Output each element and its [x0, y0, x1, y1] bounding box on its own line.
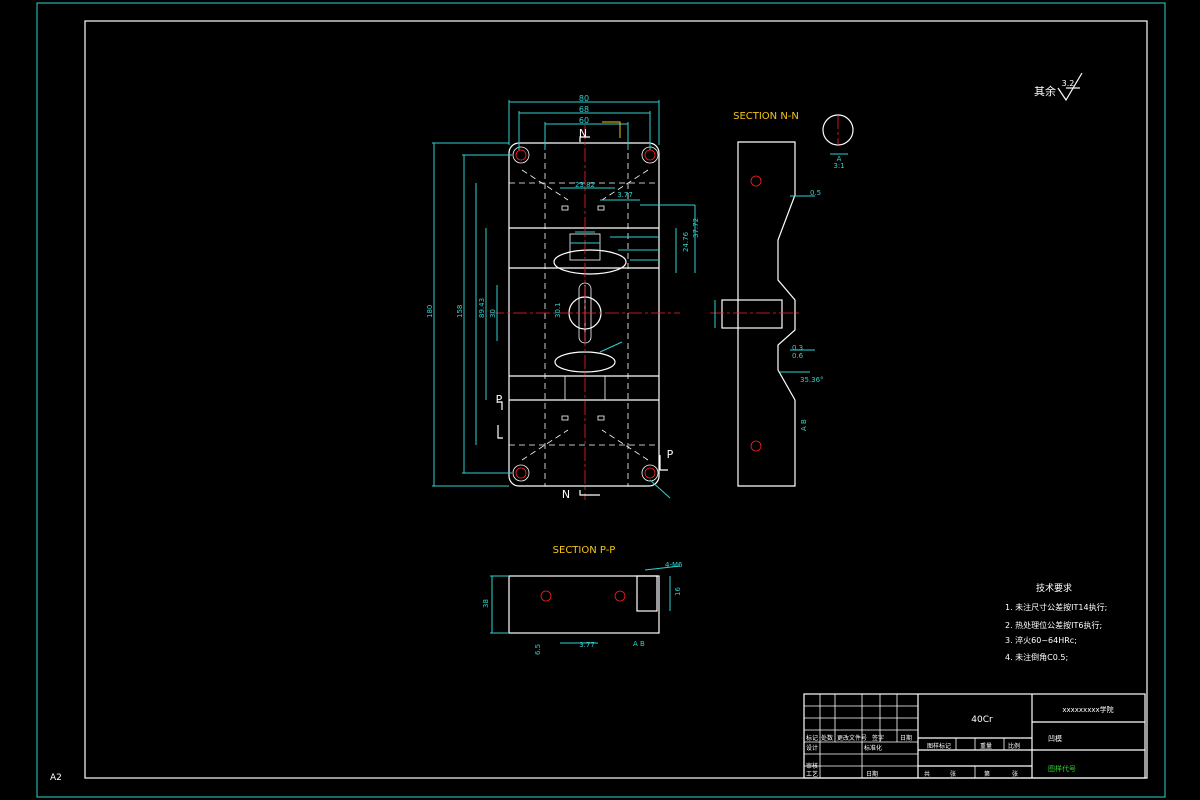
tb-col-doc: 更改文件号 — [837, 734, 867, 742]
tb-sheet-no: 第 — [984, 770, 990, 778]
roughness-prefix: 其余 — [1034, 84, 1056, 98]
tb-school: xxxxxxxxx学院 — [1062, 705, 1113, 714]
section-pp-view — [490, 565, 681, 644]
dim-pp-38: 38 — [482, 599, 490, 608]
title-block — [803, 693, 1146, 779]
tb-sheets-total: 共 — [924, 770, 930, 778]
dim-pp-4m6: 4-M6 — [665, 561, 683, 569]
tb-col-count: 处数 — [821, 734, 833, 742]
cutting-plane-markers — [497, 121, 668, 496]
dim-158: 158 — [456, 305, 464, 318]
upper-slot — [553, 249, 627, 275]
section-pp-title: SECTION P-P — [553, 545, 616, 556]
dim-37-72: 37.72 — [692, 218, 700, 238]
dim-nn-0-6: 0.6 — [792, 352, 804, 360]
tech-req-3: 3. 淬火60~64HRc; — [1005, 635, 1077, 645]
tb-col-date: 日期 — [900, 734, 912, 742]
tb-sheet-unit2: 张 — [1012, 770, 1018, 778]
dim-80: 80 — [579, 94, 589, 103]
dim-pp-3-77: 3.77 — [579, 641, 595, 649]
tb-drawing-name: 凹模 — [1048, 734, 1062, 743]
dim-nn-0-5: 0.5 — [810, 189, 821, 197]
dim-89-43: 89.43 — [478, 298, 486, 318]
inner-drawing-frame — [84, 20, 1148, 779]
tb-drawing-no: 图样代号 — [1048, 764, 1076, 773]
tb-col-sign: 签字 — [872, 734, 884, 742]
dim-60: 60 — [579, 116, 589, 125]
section-nn-title: SECTION N-N — [733, 111, 799, 122]
tb-row-review: 审核 — [806, 762, 818, 770]
tb-weight: 重量 — [980, 742, 992, 750]
tech-req-2: 2. 热处理位公差按IT6执行; — [1005, 620, 1102, 630]
tb-row-date: 日期 — [866, 770, 878, 778]
tech-req-1: 1. 未注尺寸公差按IT14执行; — [1005, 602, 1107, 612]
tb-row-design: 设计 — [806, 744, 818, 752]
cut-label-p-left: P — [496, 393, 503, 406]
tb-material: 40Cr — [971, 715, 993, 725]
tech-req-title: 技术要求 — [1036, 582, 1072, 594]
tb-row-process: 工艺 — [806, 770, 818, 778]
tb-stage-mark: 图样标记 — [927, 742, 951, 750]
dim-24-76: 24.76 — [682, 231, 690, 252]
sheet-size-label: A2 — [50, 773, 62, 783]
dim-nn-angle: 35.36° — [800, 376, 824, 384]
dim-pp-16: 16 — [674, 587, 682, 596]
dim-30-1: 30.1 — [554, 302, 562, 318]
dim-3-77: 3.77 — [617, 191, 633, 199]
dim-180: 180 — [426, 305, 434, 318]
section-nn-view — [710, 141, 815, 487]
dim-23-82: 23.82 — [575, 181, 595, 189]
outer-sheet-border — [36, 2, 1166, 798]
tech-req-4: 4. 未注倒角C0.5; — [1005, 652, 1068, 662]
dim-nn-0-3: 0.3 — [792, 344, 803, 352]
dim-68: 68 — [579, 105, 589, 114]
dim-pp-6-5: 6.5 — [534, 644, 542, 655]
cut-label-p-right: P — [667, 448, 674, 461]
roughness-value: 3.2 — [1062, 79, 1075, 88]
dim-nn-ab: A B — [800, 419, 808, 431]
dim-pp-ab: A B — [633, 640, 645, 648]
cut-label-n-bottom: N — [562, 488, 570, 501]
dim-30: 30 — [489, 309, 497, 318]
cut-label-n-top: N — [579, 127, 587, 140]
tb-sheet-unit: 张 — [950, 770, 956, 778]
detail-a — [822, 114, 854, 155]
plan-view — [490, 125, 680, 500]
detail-label: A — [837, 155, 842, 163]
die-plate-outline — [508, 142, 660, 487]
roughness-symbol — [1057, 72, 1083, 102]
tb-col-mark: 标记 — [806, 734, 818, 742]
tb-scale: 比例 — [1008, 742, 1020, 750]
plan-dimensions — [432, 100, 696, 499]
tb-row-std: 标准化 — [864, 744, 882, 752]
detail-scale: 3:1 — [833, 162, 844, 170]
